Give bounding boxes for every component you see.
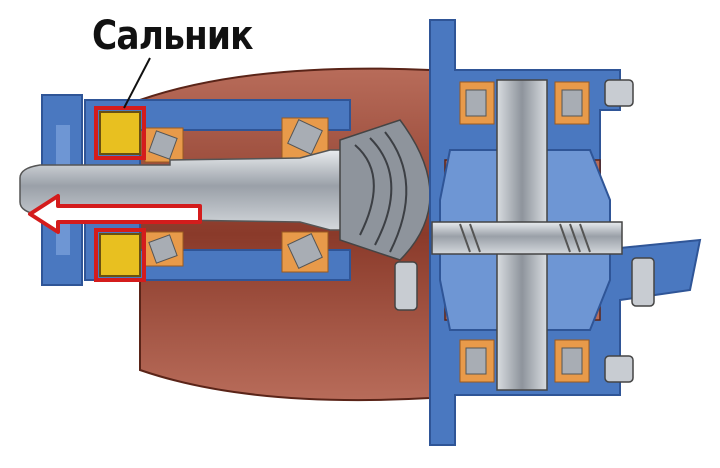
arrow-left-icon (28, 194, 202, 234)
seal-highlight-top (94, 106, 146, 160)
gear-teeth (354, 131, 408, 253)
cross-shaft (431, 221, 623, 255)
adjuster-bolts (394, 79, 655, 383)
oil-seal-bottom (99, 233, 141, 277)
cross-shaft-threads (459, 223, 591, 253)
oil-seal-top (99, 111, 141, 155)
callout-leader-line (123, 57, 151, 109)
seal-highlight-bottom (94, 228, 146, 282)
seal-callout-label: Сальник (92, 13, 253, 59)
diff-rollers (465, 89, 583, 375)
roller-elements (148, 119, 323, 269)
